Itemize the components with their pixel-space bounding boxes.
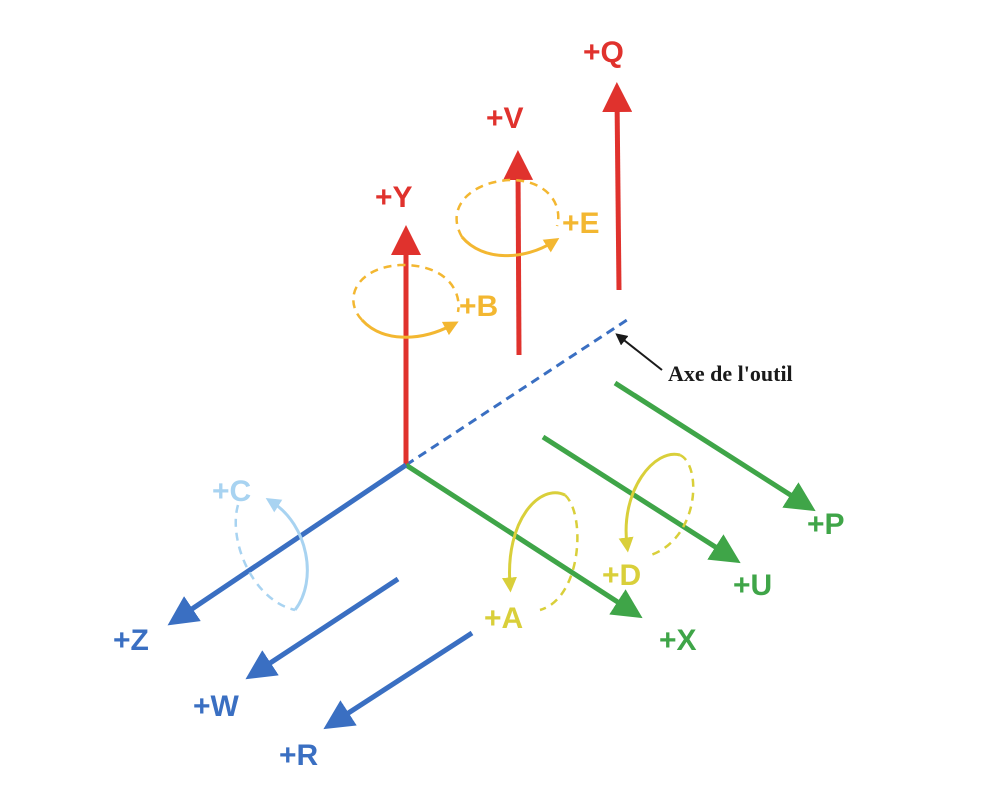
label-rotation-b: +B [459,290,498,323]
rotation-a-arrow [501,491,566,593]
label-rotation-c: +C [212,475,251,508]
rotation-d-arrow [618,452,681,553]
rotation-b-dashed [352,263,460,321]
label-q: +Q [583,36,624,69]
label-y: +Y [375,181,413,214]
rotation-a-dashed [539,494,579,612]
label-rotation-a: +A [484,602,523,635]
label-rotation-d: +D [602,559,641,592]
rotation-c-arrow [265,497,309,611]
label-w: +W [193,690,240,723]
axis-v-arrow [503,150,534,356]
label-x: +X [659,624,697,657]
rotation-c-dashed [234,504,296,612]
rotation-e-dashed [455,178,560,238]
axis-p-arrow [613,380,816,512]
label-z: +Z [113,624,149,657]
rotation-b-arrow [360,318,459,339]
axis-x-arrow [404,462,643,619]
label-v: +V [486,102,524,135]
axis-r-arrow [323,630,474,730]
tool-axis-label: Axe de l'outil [668,361,793,386]
axis-u-arrow [541,434,741,564]
label-p: +P [807,508,845,541]
axis-q-arrow [602,82,633,291]
axis-w-arrow [245,576,400,680]
tool-axis-pointer [615,333,663,371]
rotation-e-arrow [460,236,560,258]
axis-z-arrow [167,462,408,626]
label-rotation-e: +E [562,207,600,240]
label-u: +U [733,569,772,602]
label-r: +R [279,739,319,772]
